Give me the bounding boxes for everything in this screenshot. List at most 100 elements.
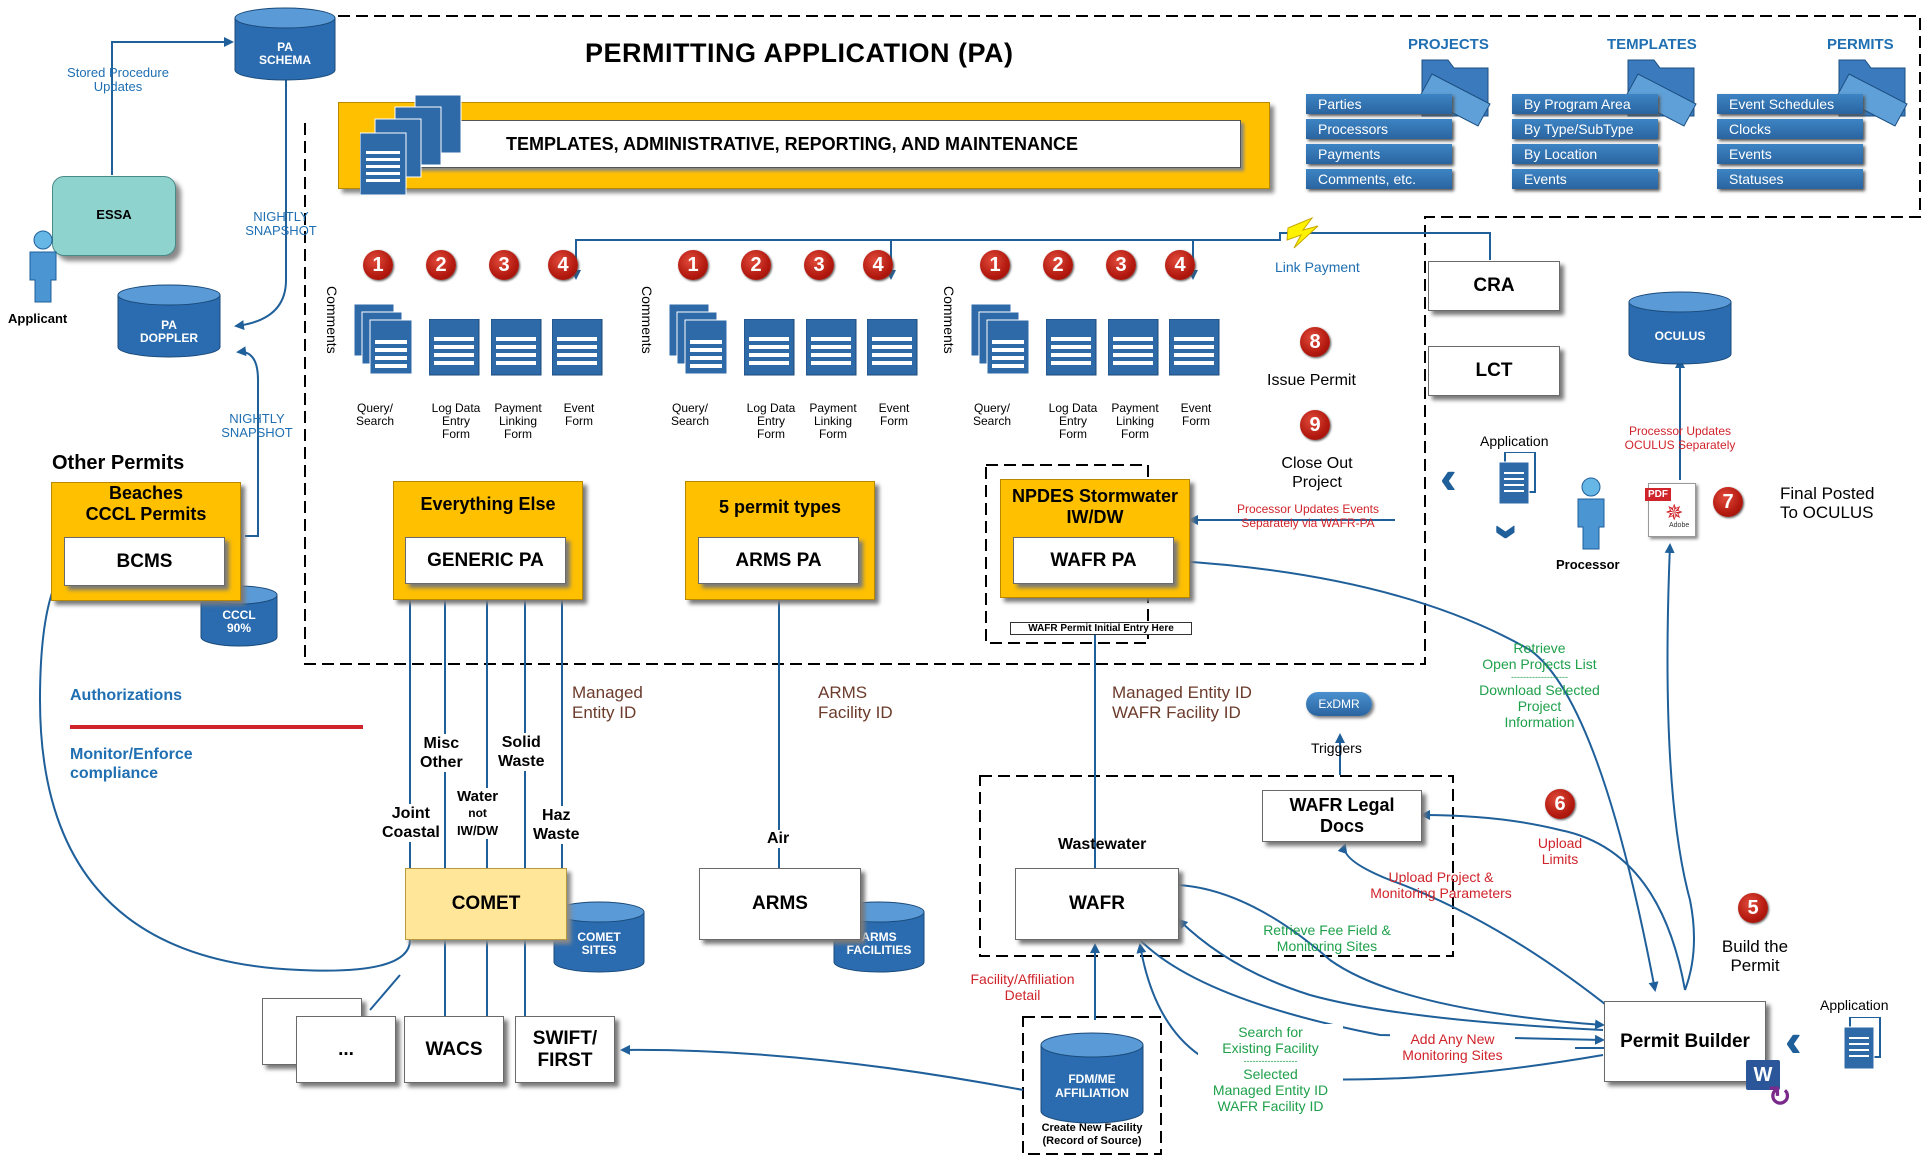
wafr-pa-box[interactable]: WAFR PA [1013,537,1174,584]
form-icon [867,319,918,376]
bcms-box[interactable]: BCMS [64,537,225,586]
essa-label: ESSA [96,207,132,222]
category-item[interactable]: Payments [1306,144,1452,164]
other-permits-label: Other Permits [52,452,185,474]
cra-box[interactable]: CRA [1428,261,1560,311]
form-icon [970,304,1030,375]
applicant-label: Applicant [8,311,68,326]
category-item[interactable]: Clocks [1717,119,1863,139]
link-payment-label: Link Payment [1275,259,1360,275]
comet-box[interactable]: COMET [405,868,567,940]
db-label: COMET [577,930,621,944]
authorizations-label: Authorizations [70,687,182,704]
form-icon [552,319,603,376]
wacs-box[interactable]: WACS [404,1016,504,1083]
form-label: Query/Search [670,401,710,428]
category-item[interactable]: By Type/SubType [1512,119,1658,139]
db-label: FACILITIES [846,943,912,957]
templates-banner: TEMPLATES, ADMINISTRATIVE, REPORTING, AN… [405,120,1241,168]
category-header: TEMPLATES [1607,36,1697,53]
category-item[interactable]: Event Schedules [1717,94,1863,114]
db-label: OCULUS [1654,329,1706,343]
category-item[interactable]: By Location [1512,144,1658,164]
category-item[interactable]: Statuses [1717,169,1863,189]
comments-label: Comments [941,286,957,354]
air-label: Air [767,830,790,848]
wafr-frame [979,775,1454,957]
form-icon [668,304,728,375]
category-item[interactable]: Processors [1306,119,1452,139]
db-label: SITES [581,943,617,957]
generic-pa-box[interactable]: GENERIC PA [405,537,566,584]
comments-label: Comments [324,286,340,354]
upload-project-label: Upload Project &Monitoring Parameters [1370,869,1512,901]
processor-person-icon [1577,477,1605,550]
lct-box[interactable]: LCT [1428,346,1560,396]
wafr-box[interactable]: WAFR [1015,868,1179,940]
db-label: PA [277,40,293,54]
step-badge: 1 [363,250,393,280]
category-item[interactable]: Comments, etc. [1306,169,1452,189]
pa-doppler-db: PA DOPPLER [117,284,221,358]
form-icon [429,319,480,376]
templates-banner-text: TEMPLATES, ADMINISTRATIVE, REPORTING, AN… [506,134,1079,154]
step-badge: 4 [863,250,893,280]
category-item[interactable]: Events [1512,169,1658,189]
retrieve-fee-label: Retrieve Fee Field &Monitoring Sites [1263,922,1391,954]
ellipsis-box[interactable]: ... [296,1016,396,1083]
fdm-affiliation-db: FDM/ME AFFILIATION [1040,1032,1144,1124]
step-badge: 1 [678,250,708,280]
oculus-db: OCULUS [1628,291,1732,365]
step-badge: 1 [980,250,1010,280]
category-item[interactable]: By Program Area [1512,94,1658,114]
search-existing-label: Search for Existing Facility -----------… [1198,1024,1343,1114]
form-icon [1169,319,1220,376]
adobe-glyph: ✵ [1665,500,1684,525]
folder-icon [1836,59,1908,127]
category-item[interactable]: Events [1717,144,1863,164]
folder-icon [1419,59,1491,127]
step-badge: 3 [804,250,834,280]
step-badge: 2 [741,250,771,280]
pa-schema-db: PA SCHEMA [234,7,336,81]
wafr-initial-entry-note: WAFR Permit Initial Entry Here [1010,622,1192,635]
arms-pa-box[interactable]: ARMS PA [698,537,859,584]
step-9-badge: 9 [1300,410,1330,440]
pa-frame [304,15,1921,665]
step-badge: 4 [548,250,578,280]
application-doc-icon [1498,452,1536,505]
form-label: Query/Search [355,401,395,428]
processor-label: Processor [1556,557,1620,572]
permit-builder-box[interactable]: Permit Builder [1604,1001,1766,1082]
swift-first-box[interactable]: SWIFT/FIRST [515,1016,615,1083]
water-label: Water not IW/DW [457,788,499,839]
category-projects: PROJECTS Parties Processors Payments Com… [1306,36,1496,196]
chevron-left-icon: ‹‹ [1440,451,1455,503]
exdmr-pill[interactable]: ExDMR [1306,692,1372,716]
db-label: AFFILIATION [1055,1086,1129,1100]
arms-box[interactable]: ARMS [699,868,861,940]
db-label: CCCL [222,608,256,622]
category-item[interactable]: Parties [1306,94,1452,114]
chevron-down-icon: ‹‹ [1475,537,1528,541]
comments-label: Comments [639,286,655,354]
fdm-frame [1022,1016,1162,1155]
category-header: PERMITS [1827,36,1894,53]
